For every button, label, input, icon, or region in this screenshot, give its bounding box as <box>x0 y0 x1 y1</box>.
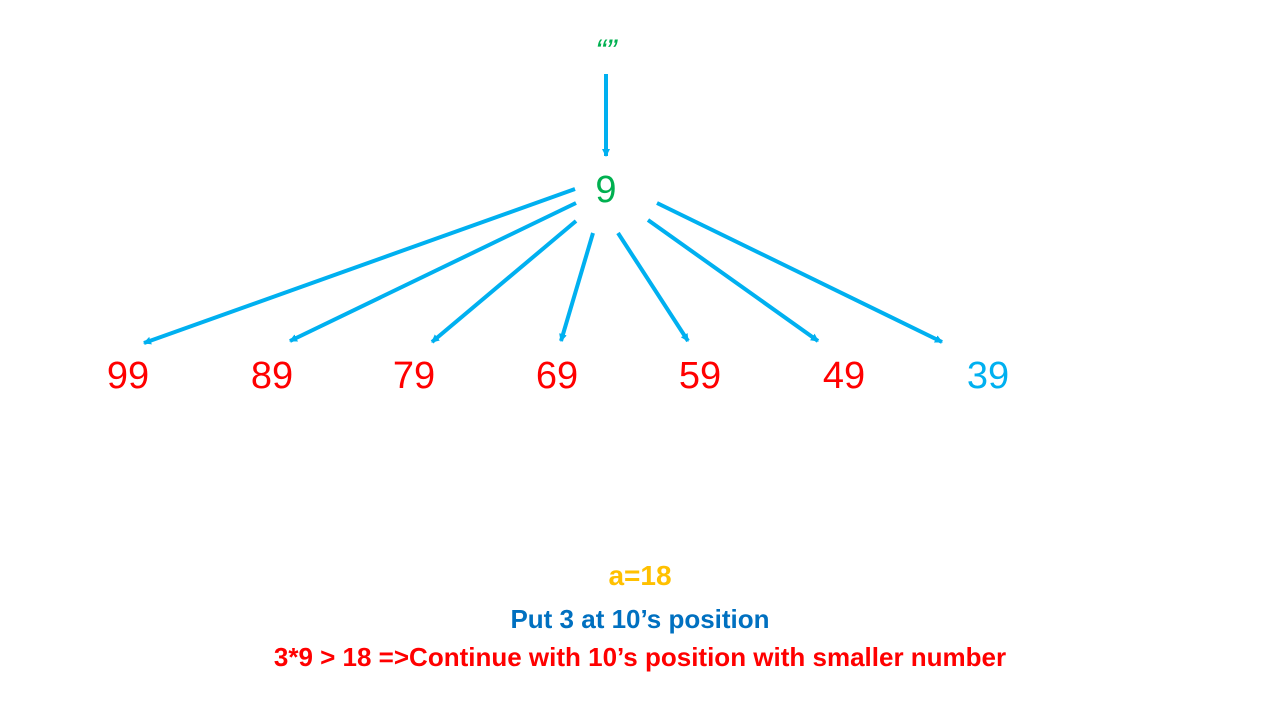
child-arrow <box>646 218 820 343</box>
child-arrow <box>430 219 578 344</box>
child-node-label: 89 <box>251 355 293 397</box>
child-node-label: 79 <box>393 355 435 397</box>
current-node-label: 9 <box>595 169 616 211</box>
child-arrow <box>616 231 690 343</box>
child-node-label: 49 <box>823 355 865 397</box>
child-node-label: 59 <box>679 355 721 397</box>
step-caption: Put 3 at 10’s position <box>510 604 770 634</box>
child-arrow <box>656 201 943 344</box>
child-nodes: 99 89 79 69 59 49 39 <box>107 355 1009 397</box>
child-node-label: 69 <box>536 355 578 397</box>
child-arrows <box>143 187 943 345</box>
root-node-label: “” <box>595 33 618 69</box>
child-arrow <box>559 232 595 342</box>
child-node-label: 99 <box>107 355 149 397</box>
variable-caption: a=18 <box>608 560 672 591</box>
child-arrow <box>289 201 577 343</box>
child-node-label: 39 <box>967 355 1009 397</box>
rule-caption: 3*9 > 18 =>Continue with 10’s position w… <box>273 642 1007 672</box>
child-arrow <box>143 187 576 345</box>
